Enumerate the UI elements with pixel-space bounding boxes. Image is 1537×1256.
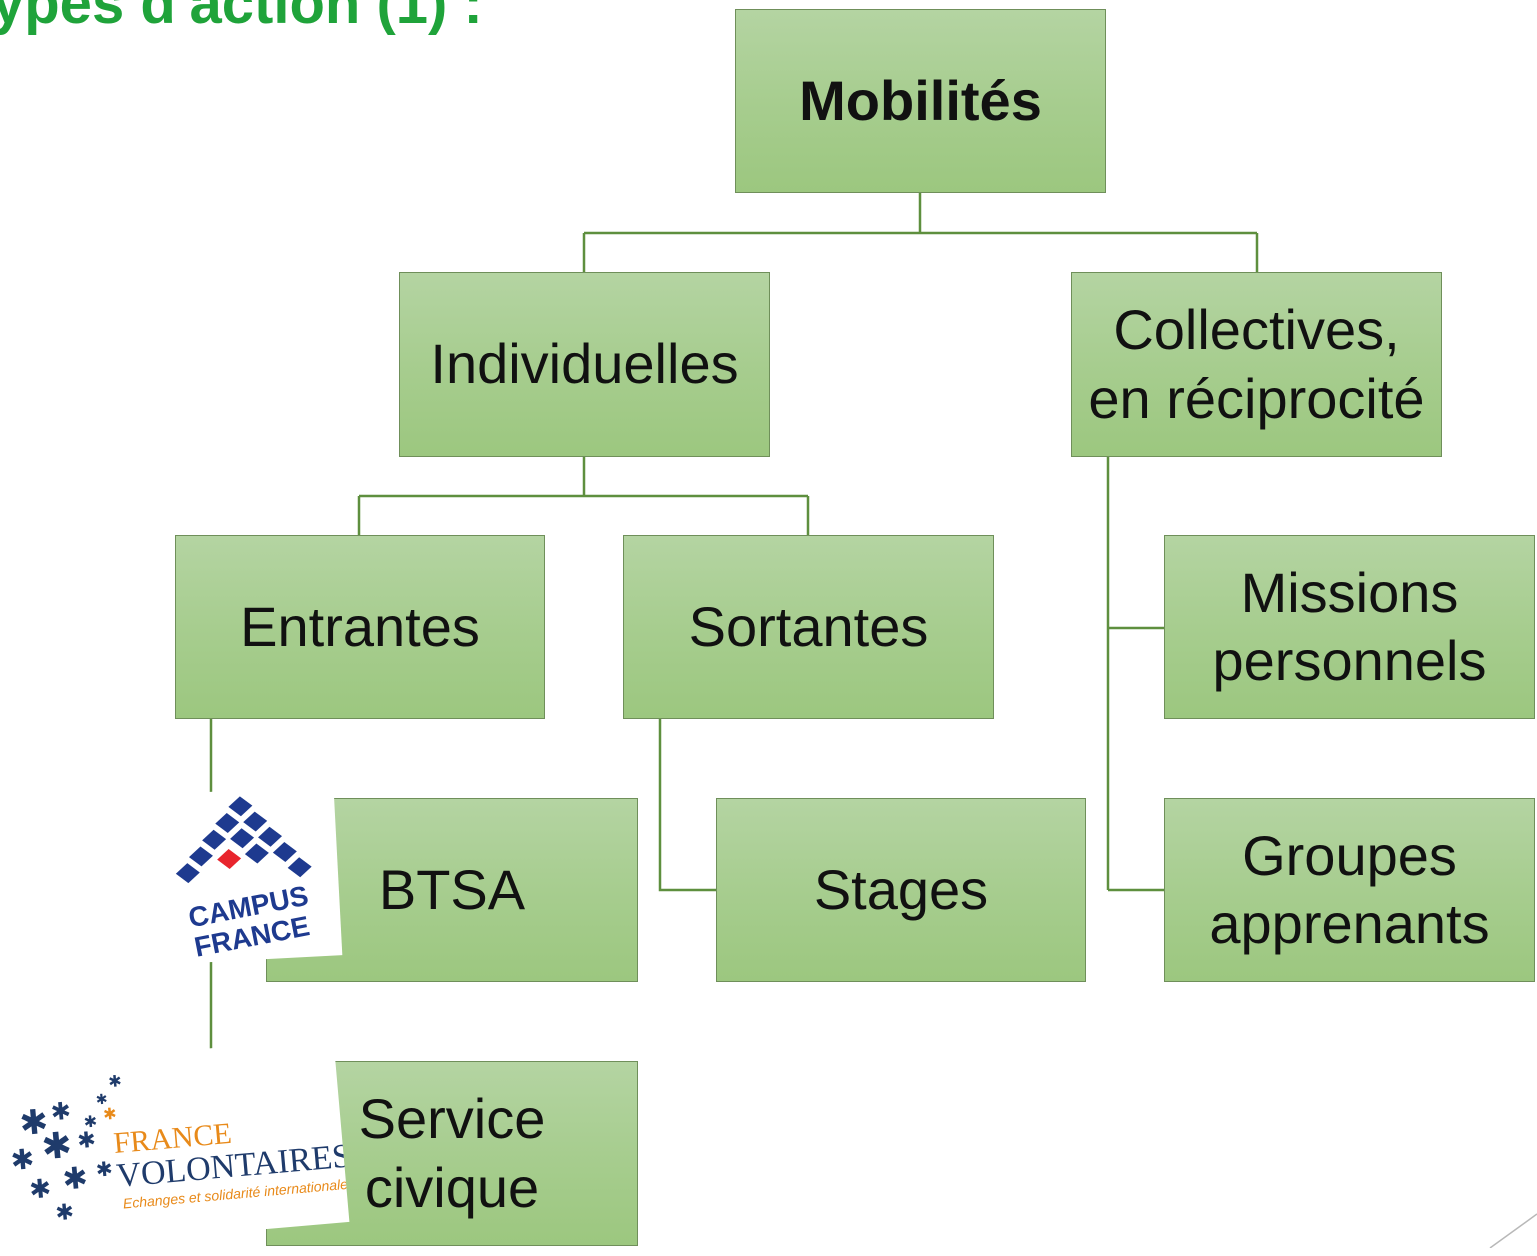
node-stages: Stages bbox=[716, 798, 1086, 982]
svg-text:✱: ✱ bbox=[61, 1161, 89, 1198]
svg-text:✱: ✱ bbox=[107, 1071, 122, 1091]
connector-individuelles bbox=[357, 457, 810, 535]
node-missions-personnels: Missions personnels bbox=[1164, 535, 1535, 719]
node-groupes-apprenants: Groupes apprenants bbox=[1164, 798, 1535, 982]
campus-france-logo: CAMPUS FRANCE bbox=[153, 785, 343, 965]
svg-text:✱: ✱ bbox=[102, 1104, 117, 1124]
svg-text:✱: ✱ bbox=[95, 1156, 114, 1181]
campus-france-logo-graphic: CAMPUS FRANCE bbox=[175, 796, 312, 963]
connector-sortantes bbox=[658, 719, 716, 892]
slide-title: ypes d'action (1) : bbox=[0, 0, 483, 36]
svg-text:✱: ✱ bbox=[83, 1111, 98, 1131]
svg-text:✱: ✱ bbox=[40, 1125, 74, 1168]
node-sortantes: Sortantes bbox=[623, 535, 994, 719]
svg-text:✱: ✱ bbox=[18, 1102, 50, 1144]
svg-text:✱: ✱ bbox=[50, 1097, 72, 1127]
svg-text:✱: ✱ bbox=[76, 1128, 97, 1155]
connector-root bbox=[582, 193, 1259, 272]
france-volontaires-logo-graphic: ✱ ✱ ✱ ✱ ✱ ✱ ✱ ✱ ✱ ✱ ✱ ✱ ✱ FRANCE VOLONTA… bbox=[9, 1071, 352, 1227]
svg-text:✱: ✱ bbox=[9, 1142, 35, 1177]
node-entrantes: Entrantes bbox=[175, 535, 545, 719]
svg-text:✱: ✱ bbox=[28, 1174, 52, 1206]
node-collectives: Collectives, en réciprocité bbox=[1071, 272, 1442, 457]
corner-decoration bbox=[1489, 1213, 1537, 1248]
node-individuelles: Individuelles bbox=[399, 272, 770, 457]
connector-collectives bbox=[1106, 457, 1164, 892]
node-mobilites: Mobilités bbox=[735, 9, 1106, 193]
svg-text:✱: ✱ bbox=[95, 1091, 108, 1108]
france-volontaires-logo: ✱ ✱ ✱ ✱ ✱ ✱ ✱ ✱ ✱ ✱ ✱ ✱ ✱ FRANCE VOLONTA… bbox=[0, 1037, 353, 1252]
svg-text:✱: ✱ bbox=[55, 1200, 76, 1227]
